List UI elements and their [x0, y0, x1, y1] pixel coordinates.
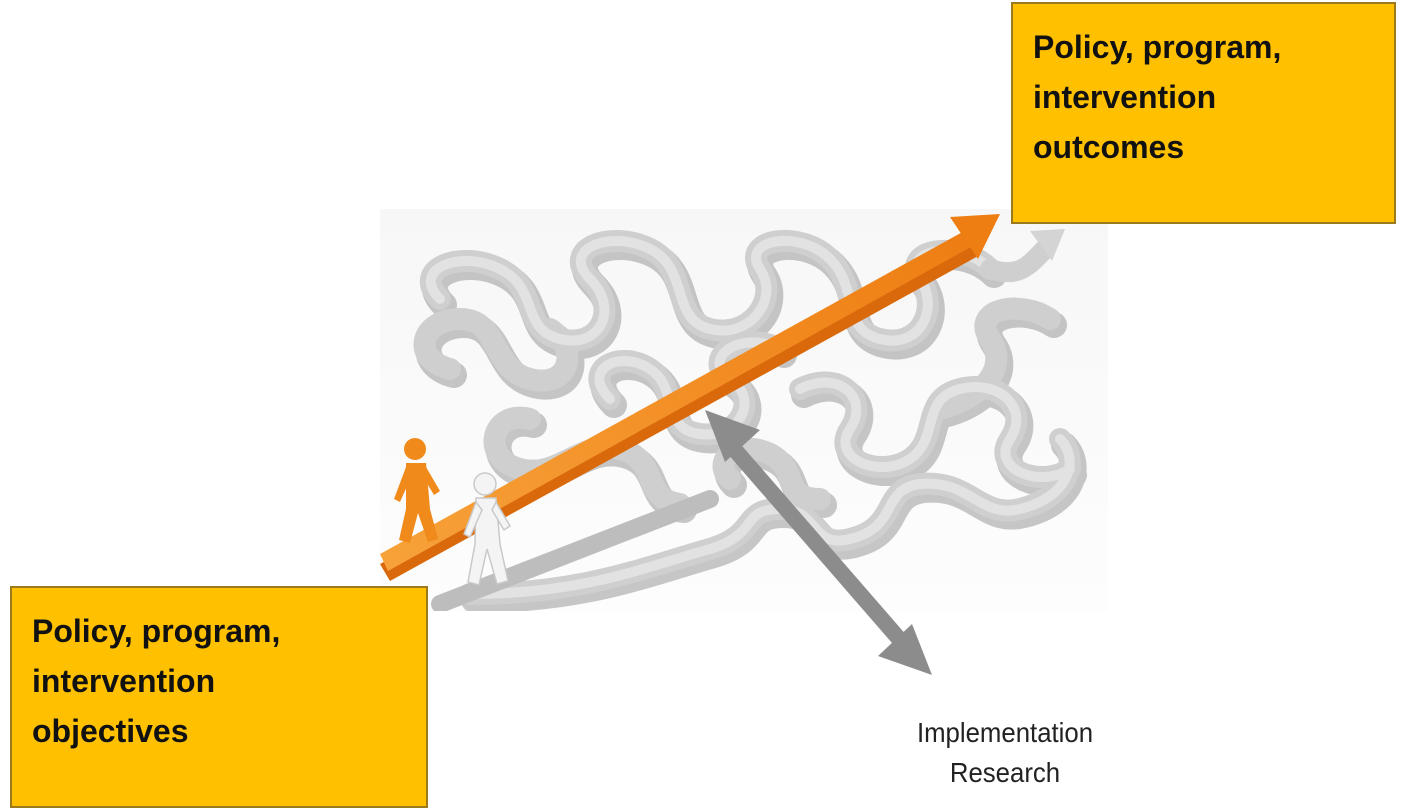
implementation-label-line-2: Research: [872, 753, 1139, 793]
objectives-line-1: Policy, program,: [32, 606, 406, 656]
implementation-label-line-1: Implementation: [872, 713, 1139, 753]
implementation-double-arrow: [690, 400, 950, 700]
objectives-line-3: objectives: [32, 706, 406, 756]
objectives-line-2: intervention: [32, 656, 406, 706]
outcomes-line-2: intervention: [1033, 72, 1374, 122]
outcomes-line-3: outcomes: [1033, 122, 1374, 172]
implementation-research-label: Implementation Research: [872, 713, 1139, 793]
objectives-label-box: Policy, program, intervention objectives: [10, 586, 428, 808]
outcomes-line-1: Policy, program,: [1033, 22, 1374, 72]
outcomes-label-box: Policy, program, intervention outcomes: [1011, 2, 1396, 224]
